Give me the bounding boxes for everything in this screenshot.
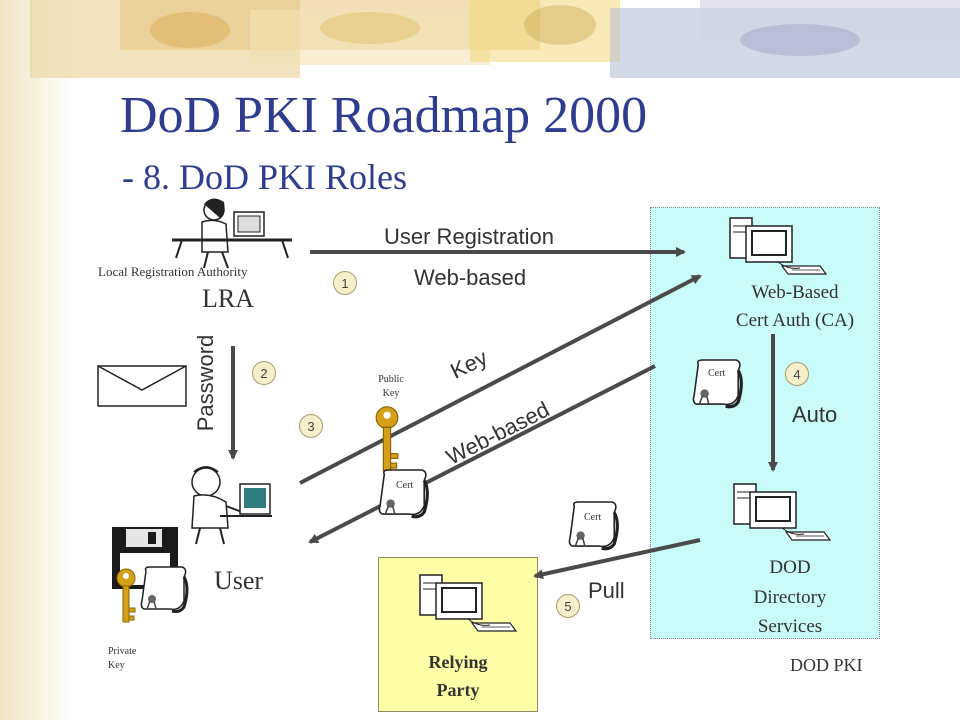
- web-based-top-label: Web-based: [414, 265, 527, 290]
- dod-pki-label: DOD PKI: [790, 655, 863, 675]
- issued-cert-icon: [377, 468, 429, 519]
- issued-cert-label: Cert: [396, 480, 414, 491]
- lra-person-icon: [172, 198, 292, 269]
- web-based-cert-arrow: [308, 364, 656, 544]
- public-key-icon: [375, 406, 399, 471]
- relying-party-label-line2: Party: [436, 680, 480, 700]
- relying-party-computer-icon: [419, 574, 517, 632]
- step-1-badge: 1: [333, 271, 357, 295]
- ca-cert-label: Cert: [708, 368, 726, 379]
- pull-arrow: [533, 538, 701, 580]
- directory-label-line2: Directory: [753, 587, 827, 608]
- relying-party-label-line1: Relying: [428, 652, 488, 672]
- user-cert-icon: [139, 565, 189, 613]
- decorative-leaf-banner: [30, 0, 960, 78]
- lra-label: LRA: [202, 284, 254, 313]
- ca-label-line2: Cert Auth (CA): [735, 310, 855, 331]
- slide-subtitle: - 8. DoD PKI Roles: [122, 157, 407, 197]
- auto-label: Auto: [792, 402, 838, 427]
- private-key-label-line2: Key: [108, 660, 125, 671]
- private-key-label-line1: Private: [108, 646, 137, 657]
- directory-computer-icon: [733, 483, 831, 541]
- user-registration-label: User Registration: [384, 224, 554, 249]
- ca-computer-icon: [729, 217, 827, 275]
- lra-caption: Local Registration Authority: [98, 264, 248, 279]
- envelope-icon: [97, 365, 187, 407]
- step-5-badge: 5: [556, 594, 580, 618]
- step-2-badge: 2: [252, 361, 276, 385]
- user-at-computer-icon: [191, 466, 272, 545]
- pulled-cert-label: Cert: [584, 512, 602, 523]
- user-label: User: [214, 566, 264, 595]
- pulled-cert-icon: [567, 500, 619, 551]
- step-4-badge: 4: [785, 362, 809, 386]
- pull-label: Pull: [588, 578, 625, 603]
- dod-pki-panel: [650, 207, 880, 639]
- slide-title: DoD PKI Roadmap 2000: [120, 87, 648, 144]
- password-label: Password: [193, 334, 218, 432]
- ca-label-line1: Web-Based: [751, 282, 839, 303]
- directory-label-line1: DOD: [769, 557, 811, 578]
- directory-label-line3: Services: [757, 616, 823, 637]
- ca-cert-icon: [691, 358, 743, 409]
- key-arrow: [299, 274, 702, 485]
- public-key-label-line2: Key: [382, 388, 400, 399]
- public-key-label-line1: Public: [378, 374, 404, 385]
- private-key-icon: [116, 568, 136, 623]
- step-3-badge: 3: [299, 414, 323, 438]
